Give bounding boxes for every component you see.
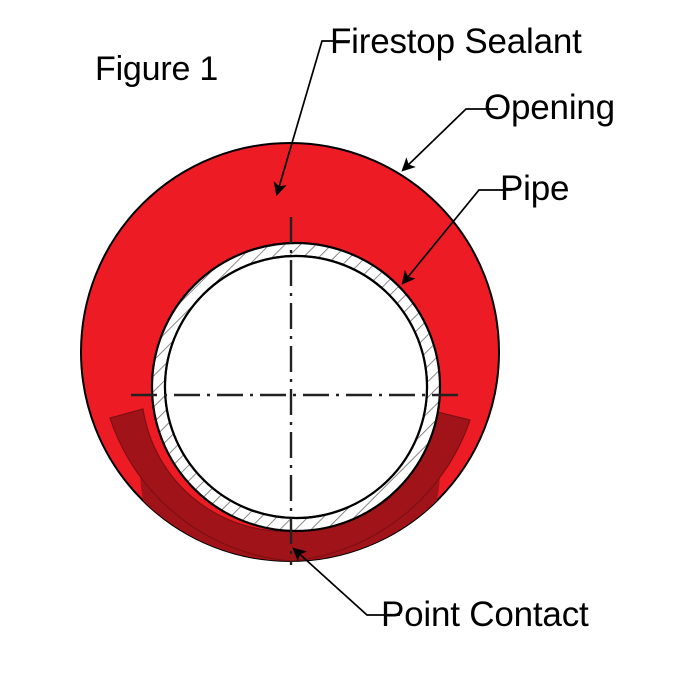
firestop-sealant-leader xyxy=(273,40,350,197)
label-opening: Opening xyxy=(484,88,615,127)
opening-leader xyxy=(401,108,498,172)
label-firestop-sealant: Firestop Sealant xyxy=(330,22,582,61)
point-contact-leader xyxy=(292,547,400,616)
label-point-contact: Point Contact xyxy=(381,595,589,634)
pipe-bore xyxy=(163,254,429,520)
figure-caption: Figure 1 xyxy=(95,50,219,88)
pipe-leader xyxy=(401,189,512,285)
centerlines xyxy=(131,217,462,565)
leader-lines xyxy=(273,40,512,616)
label-pipe: Pipe xyxy=(500,169,570,208)
